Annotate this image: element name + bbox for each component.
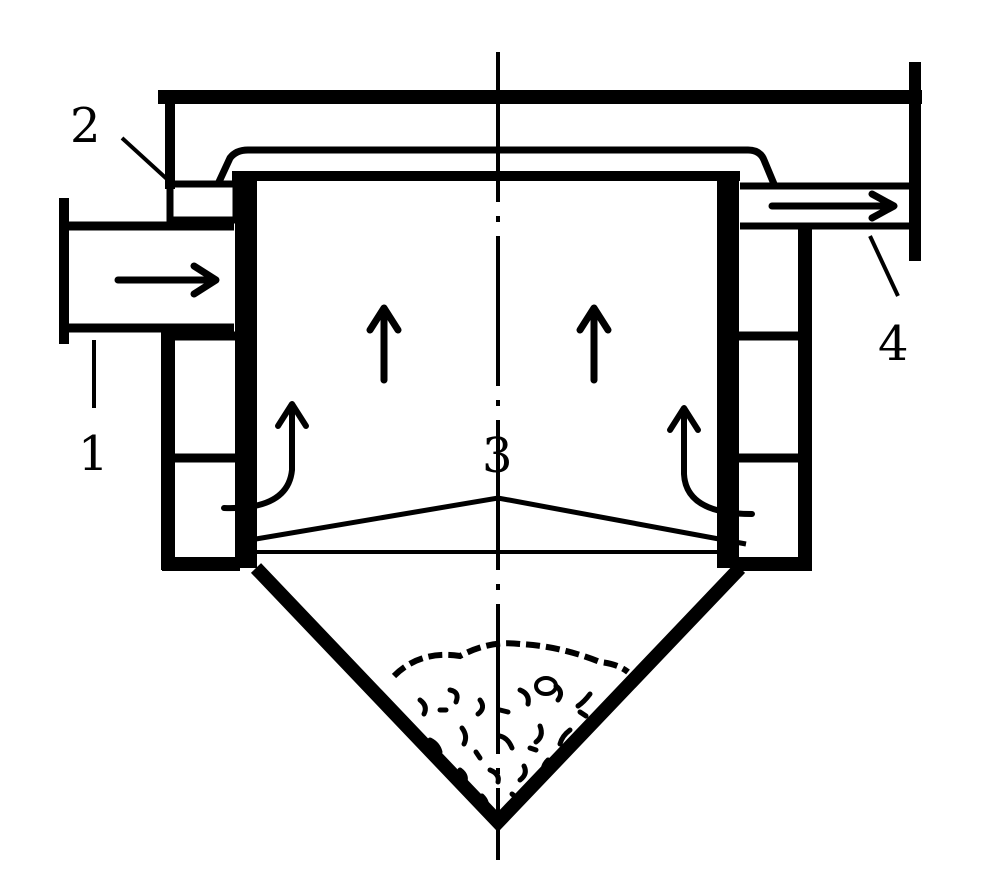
chamber-walls: [235, 172, 739, 568]
inlet-flow-arrow: [114, 262, 220, 298]
partition-block: [166, 180, 240, 224]
right-outer-jacket: [736, 226, 812, 571]
left-outer-jacket: [161, 331, 240, 571]
outlet-pipe: [740, 182, 912, 230]
up-flow-arrow-left: [366, 304, 402, 384]
label-inlet: 1: [78, 426, 109, 482]
leader-lines: [92, 136, 900, 408]
label-chamber: 3: [482, 428, 513, 484]
label-outlet: 4: [878, 316, 909, 372]
inlet-pipe: [59, 198, 234, 344]
curved-flow-arrow-left: [221, 401, 309, 512]
up-flow-arrow-right: [576, 304, 612, 384]
label-partition: 2: [70, 98, 101, 154]
dust-pile: [391, 640, 630, 811]
cone-bottom: [250, 563, 746, 833]
curved-flow-arrow-right: [667, 405, 755, 517]
top-duct: [158, 62, 922, 261]
deflector: [249, 495, 747, 547]
outlet-flow-arrow: [768, 190, 898, 222]
